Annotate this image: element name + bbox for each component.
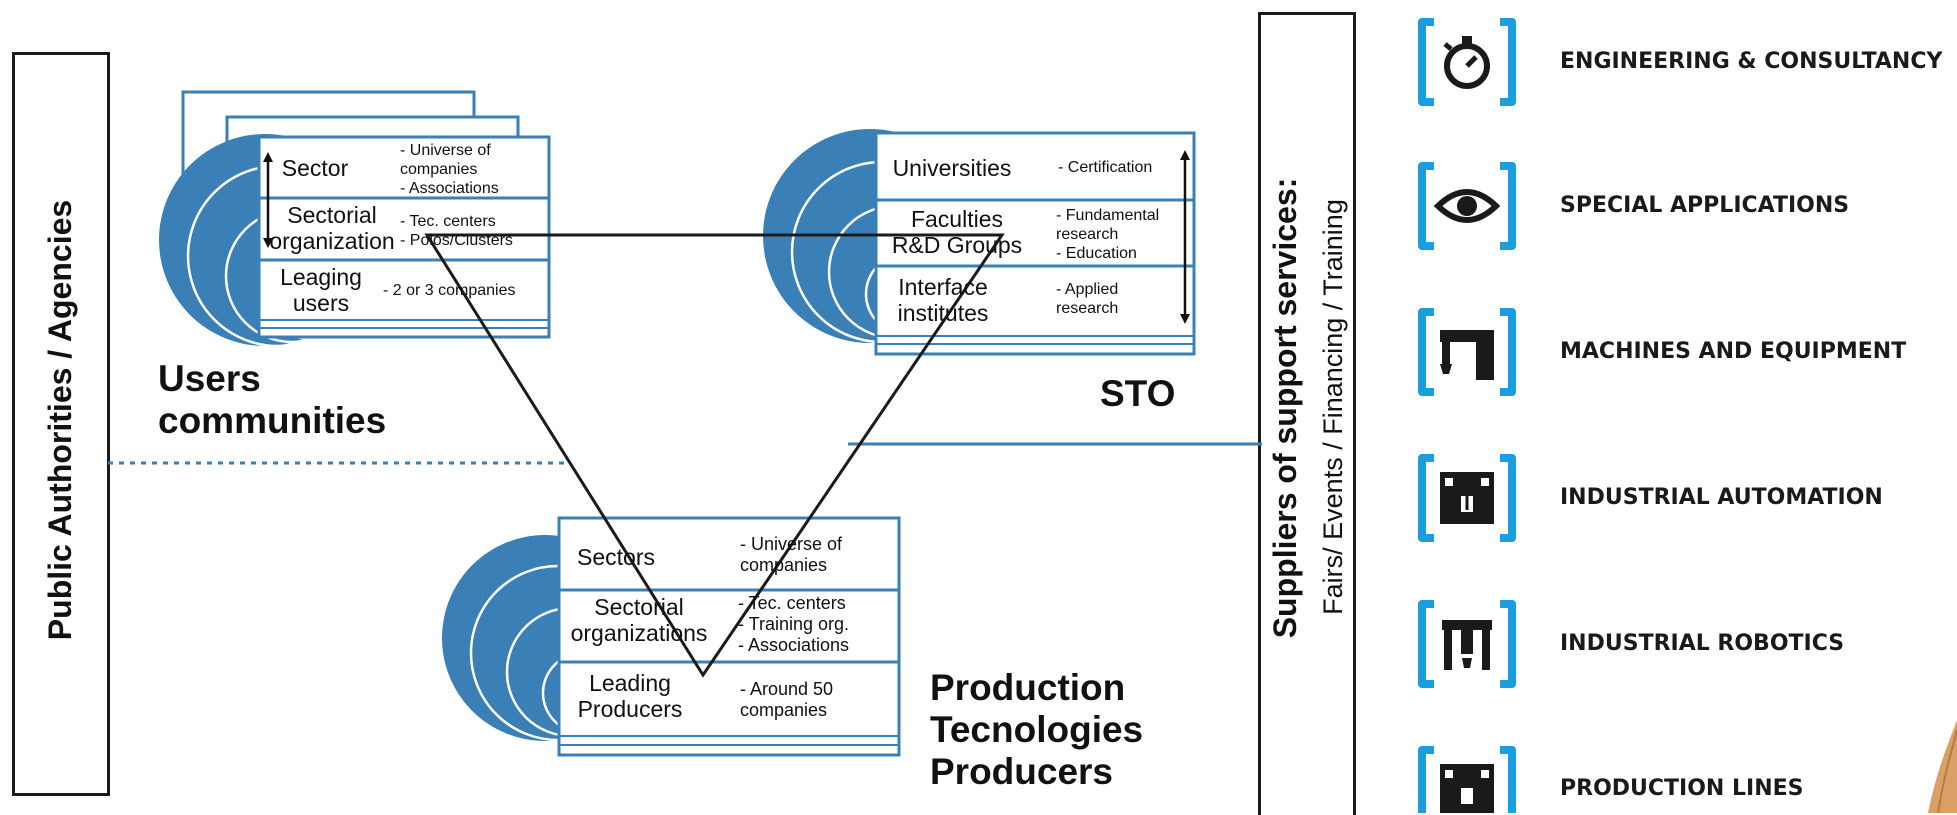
producers-title-line2: Tecnologies <box>930 709 1144 750</box>
service-label: PRODUCTION LINES <box>1560 776 1804 801</box>
service-label: MACHINES AND EQUIPMENT <box>1560 339 1907 364</box>
service-label: ENGINEERING & CONSULTANCY <box>1560 49 1943 74</box>
sto-row-universities-label: Universities <box>892 155 1012 181</box>
service-label: INDUSTRIAL AUTOMATION <box>1560 485 1883 510</box>
producers-title-line3: Producers <box>930 751 1114 792</box>
eye-icon <box>1418 162 1516 250</box>
sto-row-universities-note: - Certification <box>1058 159 1153 176</box>
producers-row-sectorial-label: Sectorial organizations <box>570 594 708 646</box>
service-label: SPECIAL APPLICATIONS <box>1560 193 1850 218</box>
producers-row-leading-note: - Around 50 companies <box>740 679 834 720</box>
suppliers-box <box>1258 12 1356 815</box>
production-line-icon <box>1418 746 1516 813</box>
sto-row-interface-note: - Applied research <box>1056 281 1119 317</box>
sto-row-faculties-label: Faculties R&D Groups <box>891 206 1023 258</box>
producers-row-leading-label: Leading Producers <box>577 670 683 722</box>
service-label: INDUSTRIAL ROBOTICS <box>1560 631 1845 656</box>
users-row-sectorial-label: Sectorial organization <box>269 202 395 254</box>
sto-title: STO <box>1100 373 1176 414</box>
producers-row-sectors-note: - Universe of companies <box>740 534 843 575</box>
users-row-sectorial-note: - Tec. centers - Polos/Clusters <box>400 213 513 249</box>
machine-icon <box>1418 308 1516 396</box>
users-title-line1: Users <box>158 358 261 399</box>
decorative-corner-graphic <box>1928 720 1957 813</box>
users-row-sector-label: Sector <box>281 155 349 181</box>
sto-row-faculties-note: - Fundamental research - Education <box>1056 207 1160 262</box>
users-title-line2: communities <box>158 400 387 441</box>
producers-title-line1: Production <box>930 667 1126 708</box>
robotics-icon <box>1418 600 1516 688</box>
users-row-sector-note: - Universe of companies - Associations <box>400 142 499 197</box>
automation-icon <box>1418 454 1516 542</box>
users-row-leading-note: - 2 or 3 companies <box>383 282 516 299</box>
stopwatch-icon <box>1418 18 1516 106</box>
producers-row-sectors-label: Sectors <box>577 544 655 570</box>
producers-row-sectorial-note: - Tec. centers - Training org. - Associa… <box>738 593 850 655</box>
connection-triangle <box>424 233 1005 678</box>
public-authorities-box <box>12 52 110 796</box>
sto-row-interface-label: Interface institutes <box>897 274 989 326</box>
users-row-leading-label: Leaging users <box>280 264 362 316</box>
